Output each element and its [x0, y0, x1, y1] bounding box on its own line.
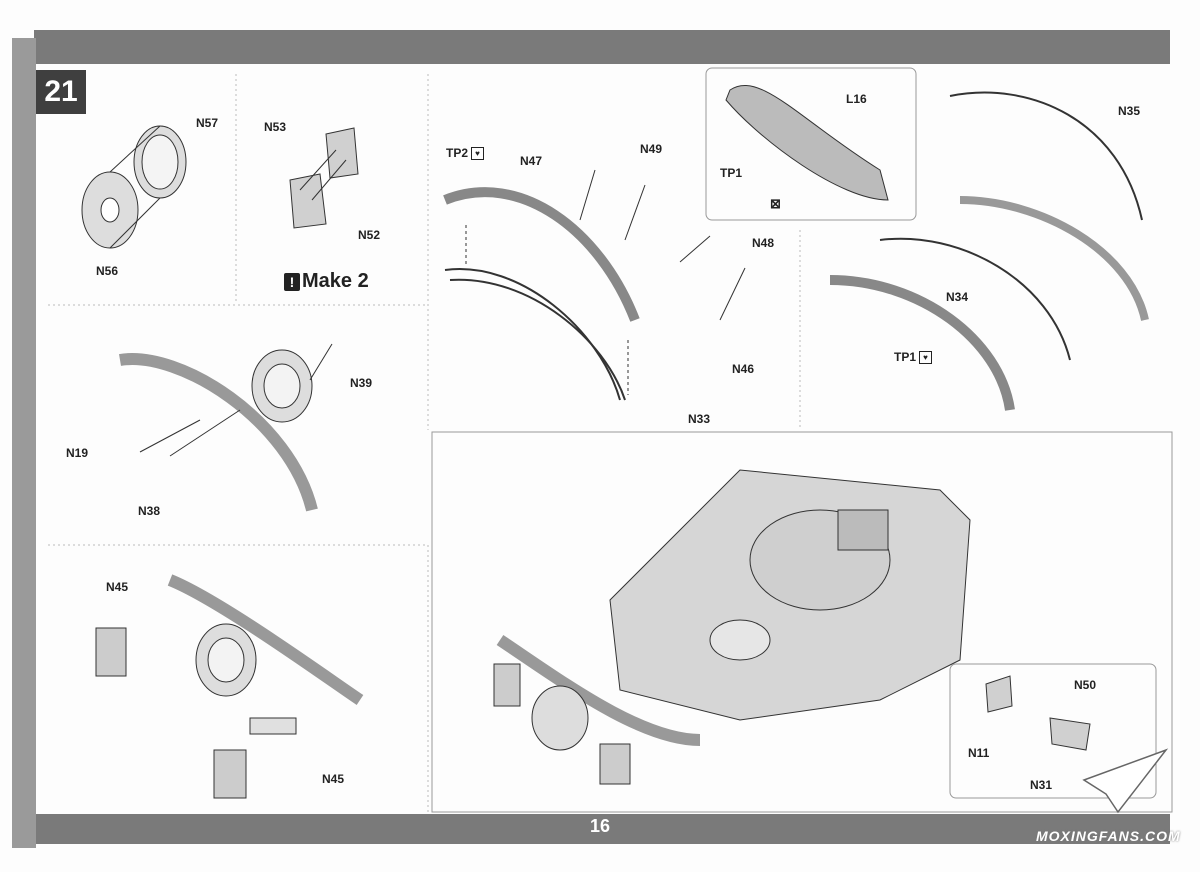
- label-tp2-text: TP2: [446, 146, 469, 160]
- page-number: 16: [589, 816, 611, 836]
- label-n31: N31: [1030, 778, 1053, 792]
- label-n19: N19: [66, 446, 89, 460]
- label-n53: N53: [264, 120, 287, 134]
- label-n49: N49: [640, 142, 663, 156]
- bottom-band: [34, 814, 1170, 844]
- watermark-text: MOXINGFANS.COM: [1036, 828, 1181, 844]
- label-tp1-basket-text: TP1: [894, 350, 917, 364]
- rack-frame-part: [443, 169, 746, 401]
- spare-wheel-part: [81, 125, 187, 249]
- label-tp2: TP2♥: [446, 146, 485, 161]
- label-n46: N46: [732, 362, 755, 376]
- top-band: [34, 30, 1170, 64]
- left-spine: [12, 38, 36, 848]
- label-n56: N56: [96, 264, 119, 278]
- basket-part: [829, 91, 1149, 411]
- hull-front-basket: [493, 635, 701, 785]
- make-quantity-text: Make 2: [302, 270, 369, 292]
- label-n34: N34: [946, 290, 969, 304]
- label-n52: N52: [358, 228, 381, 242]
- l16-part: [725, 85, 889, 201]
- basket-wheel-assembly: [119, 343, 333, 512]
- label-tp1-basket: TP1♥: [894, 350, 933, 365]
- detail-frame-n50: [949, 663, 1157, 799]
- make-quantity-note: ! Make 2: [284, 270, 369, 293]
- label-n50: N50: [1074, 678, 1097, 692]
- label-l16: L16: [846, 92, 867, 106]
- step-number-badge: 21: [36, 70, 86, 114]
- label-n45-left: N45: [106, 580, 129, 594]
- jerry-can-part: [289, 127, 359, 229]
- label-tp1-detail: TP1: [720, 166, 743, 180]
- label-n33: N33: [688, 412, 711, 426]
- label-n11: N11: [968, 746, 990, 760]
- label-n48: N48: [752, 236, 775, 250]
- label-n47: N47: [520, 154, 543, 168]
- label-n39: N39: [350, 376, 373, 390]
- no-glue-icon: ⊠: [770, 196, 781, 211]
- label-n35: N35: [1118, 104, 1141, 118]
- label-n57: N57: [196, 116, 219, 130]
- detail-frame-l16: [705, 67, 917, 221]
- watermark-logo-icon: [1082, 748, 1169, 814]
- glue-icon: ♥: [471, 147, 485, 161]
- n50-detail-parts: [985, 675, 1091, 751]
- label-n45-bottom: N45: [322, 772, 345, 786]
- main-assembly-frame: [431, 431, 1173, 813]
- hull-assembly: [609, 469, 971, 721]
- jerry-can-basket-assembly: [95, 574, 364, 799]
- exclamation-icon: !: [284, 272, 300, 291]
- label-n38: N38: [138, 504, 161, 518]
- glue-icon: ♥: [919, 351, 933, 365]
